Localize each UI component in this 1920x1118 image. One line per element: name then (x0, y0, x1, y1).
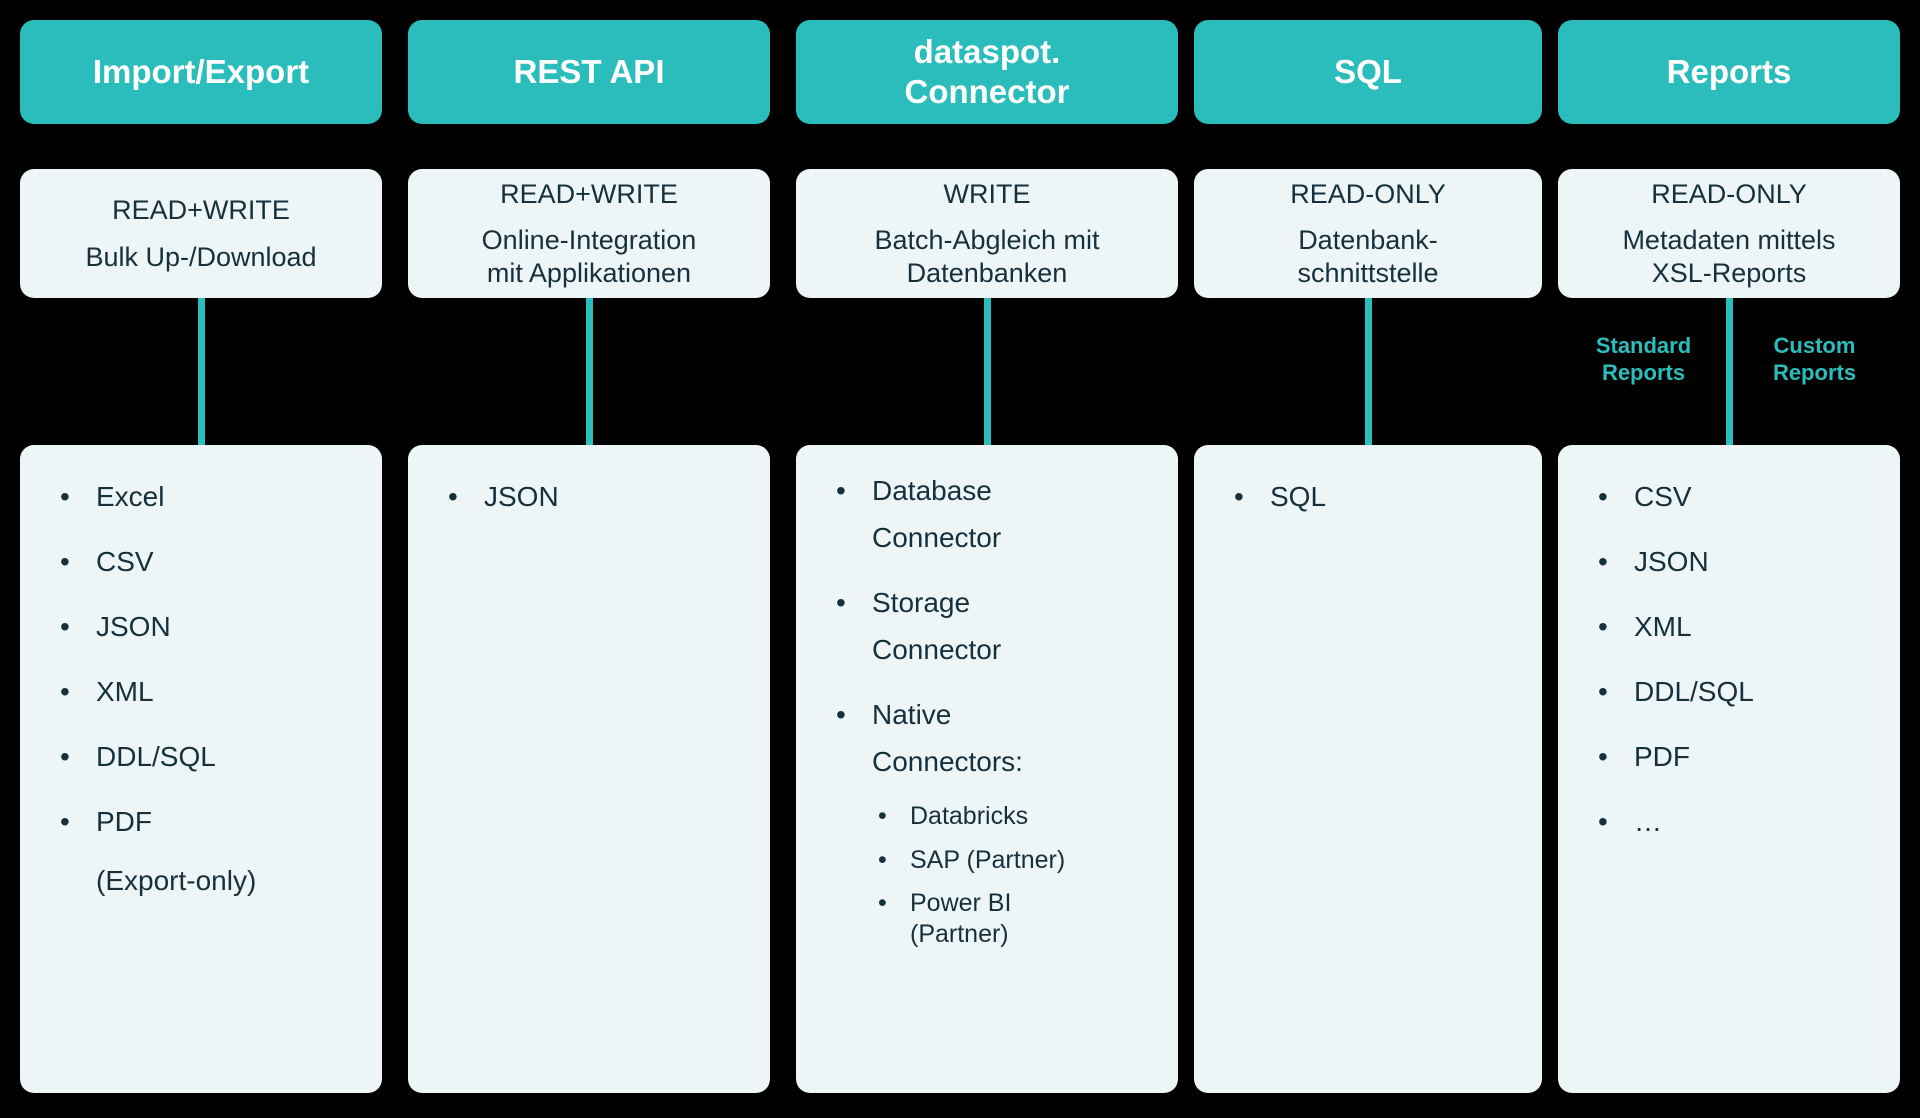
format-list-card-sql[interactable]: SQL (1194, 445, 1542, 1093)
access-mode-label: READ+WRITE (112, 195, 290, 226)
header-title: REST API (513, 52, 665, 90)
description-text: Metadaten mittels XSL-Reports (1622, 225, 1836, 288)
format-list: SQL (1212, 473, 1524, 520)
list-item: PDF (1576, 733, 1882, 780)
format-list: CSV JSON XML DDL/SQL PDF … (1576, 473, 1882, 845)
header-title: Reports (1666, 52, 1792, 90)
list-item: Native Connectors: (814, 691, 1160, 785)
description-text: Batch-Abgleich mit Datenbanken (874, 225, 1100, 288)
header-card-rest-api[interactable]: REST API (408, 20, 770, 124)
sub-list-item: Databricks (872, 801, 1160, 832)
format-list: Database Connector Storage Connector Nat… (814, 467, 1160, 949)
connector-line (1364, 298, 1372, 445)
description-text: Datenbank- schnittstelle (1297, 225, 1439, 288)
list-item: … (1576, 798, 1882, 845)
list-item: Excel (38, 473, 364, 520)
standard-reports-label: Standard Reports (1595, 333, 1692, 386)
header-title: Import/Export (92, 52, 310, 90)
sub-list-item: Power BI (Partner) (872, 888, 1160, 949)
sub-list-item: SAP (Partner) (872, 845, 1160, 876)
nested-list-container: Databricks SAP (Partner) Power BI (Partn… (814, 801, 1160, 949)
header-card-import-export[interactable]: Import/Export (20, 20, 382, 124)
list-item: JSON (38, 603, 364, 650)
format-list-card-rest-api[interactable]: JSON (408, 445, 770, 1093)
header-title: dataspot. Connector (904, 32, 1070, 110)
header-card-reports[interactable]: Reports (1558, 20, 1900, 124)
list-item: DDL/SQL (38, 733, 364, 780)
format-list: Excel CSV JSON XML DDL/SQL PDF (Export-o… (38, 473, 364, 904)
column-import-export: Import/Export READ+WRITE Bulk Up-/Downlo… (20, 0, 382, 1118)
header-card-dataspot-connector[interactable]: dataspot. Connector (796, 20, 1178, 124)
list-item: Storage Connector (814, 579, 1160, 673)
access-mode-label: READ+WRITE (500, 178, 678, 209)
connector-line (585, 298, 593, 445)
format-list-card-reports[interactable]: CSV JSON XML DDL/SQL PDF … (1558, 445, 1900, 1093)
column-sql: SQL READ-ONLY Datenbank- schnittstelle S… (1194, 0, 1542, 1118)
list-item: PDF (38, 798, 364, 845)
report-type-labels: Standard Reports Custom Reports (1558, 330, 1900, 410)
list-item: JSON (426, 473, 752, 520)
list-item: Database Connector (814, 467, 1160, 561)
list-item: CSV (38, 538, 364, 585)
native-connector-list: Databricks SAP (Partner) Power BI (Partn… (872, 801, 1160, 949)
header-title: SQL (1334, 52, 1402, 90)
list-item: XML (38, 668, 364, 715)
description-card-reports[interactable]: READ-ONLY Metadaten mittels XSL-Reports (1558, 169, 1900, 298)
access-mode-label: READ-ONLY (1290, 178, 1446, 209)
description-card-sql[interactable]: READ-ONLY Datenbank- schnittstelle (1194, 169, 1542, 298)
connector-line (983, 298, 991, 445)
format-list: JSON (426, 473, 752, 520)
column-rest-api: REST API READ+WRITE Online-Integration m… (408, 0, 770, 1118)
connector-line (1725, 298, 1733, 445)
column-dataspot-connector: dataspot. Connector WRITE Batch-Abgleich… (796, 0, 1178, 1118)
format-list-card-dataspot-connector[interactable]: Database Connector Storage Connector Nat… (796, 445, 1178, 1093)
list-item: XML (1576, 603, 1882, 650)
custom-reports-label: Custom Reports (1772, 333, 1857, 386)
list-item: JSON (1576, 538, 1882, 585)
column-reports: Reports READ-ONLY Metadaten mittels XSL-… (1558, 0, 1900, 1118)
access-mode-label: WRITE (943, 178, 1031, 209)
list-item: SQL (1212, 473, 1524, 520)
description-text: Online-Integration mit Applikationen (481, 225, 697, 288)
description-card-dataspot-connector[interactable]: WRITE Batch-Abgleich mit Datenbanken (796, 169, 1178, 298)
description-card-import-export[interactable]: READ+WRITE Bulk Up-/Download (20, 169, 382, 298)
list-note: (Export-only) (96, 865, 257, 897)
access-mode-label: READ-ONLY (1651, 178, 1807, 209)
list-item: CSV (1576, 473, 1882, 520)
format-list-card-import-export[interactable]: Excel CSV JSON XML DDL/SQL PDF (Export-o… (20, 445, 382, 1093)
header-card-sql[interactable]: SQL (1194, 20, 1542, 124)
description-text: Bulk Up-/Download (85, 241, 317, 272)
connector-line (197, 298, 205, 445)
list-item: DDL/SQL (1576, 668, 1882, 715)
description-card-rest-api[interactable]: READ+WRITE Online-Integration mit Applik… (408, 169, 770, 298)
